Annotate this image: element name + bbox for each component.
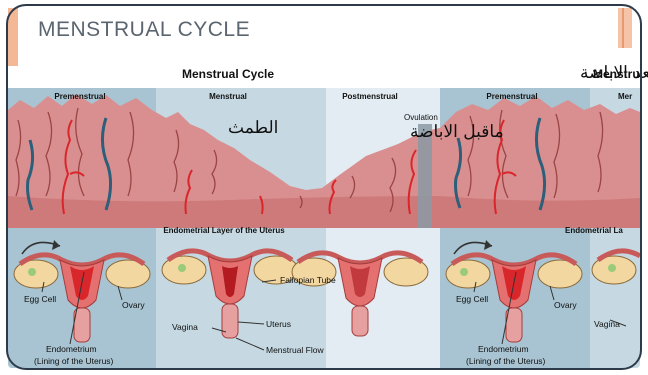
- label-vagina-right: Vagina: [594, 319, 620, 329]
- label-ovary: Ovary: [122, 300, 145, 310]
- tissue-base: [8, 196, 440, 228]
- phase-postmenstrual: Postmenstrual: [342, 92, 398, 101]
- label-vagina: Vagina: [172, 322, 198, 332]
- phase-premenstrual-right: Premenstrual: [486, 92, 537, 101]
- ovulation-label: Ovulation: [404, 113, 438, 122]
- annotation-before-ovulation: ماقبل الاباضة: [410, 122, 504, 142]
- label-menstrual-flow: Menstrual Flow: [266, 345, 324, 355]
- label-endometrium: Endometrium: [46, 344, 97, 354]
- label-egg-cell-right: Egg Cell: [456, 294, 488, 304]
- accent-bar-left: [8, 8, 18, 66]
- postmenstrual-band: [326, 228, 440, 370]
- label-uterus: Uterus: [266, 319, 291, 329]
- phase-menstrual: Menstrual: [209, 92, 247, 101]
- annotation-after-ovulation: مابعد الاباضة: [580, 63, 648, 83]
- label-ovary-right: Ovary: [554, 300, 577, 310]
- accent-bar-right: [618, 8, 632, 48]
- phase-menstrual-right: Mer: [618, 92, 632, 101]
- accent-line-right: [622, 8, 624, 48]
- label-fallopian-tube: Fallopian Tube: [280, 275, 336, 285]
- label-egg-cell: Egg Cell: [24, 294, 56, 304]
- label-endometrium-right: Endometrium: [478, 344, 529, 354]
- band-label: Endometrial Layer of the Uterus: [163, 226, 285, 235]
- slide-heading: MENSTRUAL CYCLE: [38, 18, 250, 42]
- label-endometrium-sub: (Lining of the Uterus): [34, 356, 114, 366]
- diagram-title: Menstrual Cycle: [182, 67, 274, 81]
- band-label-clipped: Endometrial La: [565, 226, 623, 235]
- phase-premenstrual: Premenstrual: [54, 92, 105, 101]
- tissue-base-right: [440, 196, 640, 228]
- annotation-menses: الطمث: [228, 118, 278, 138]
- label-endometrium-sub-right: (Lining of the Uterus): [466, 356, 546, 366]
